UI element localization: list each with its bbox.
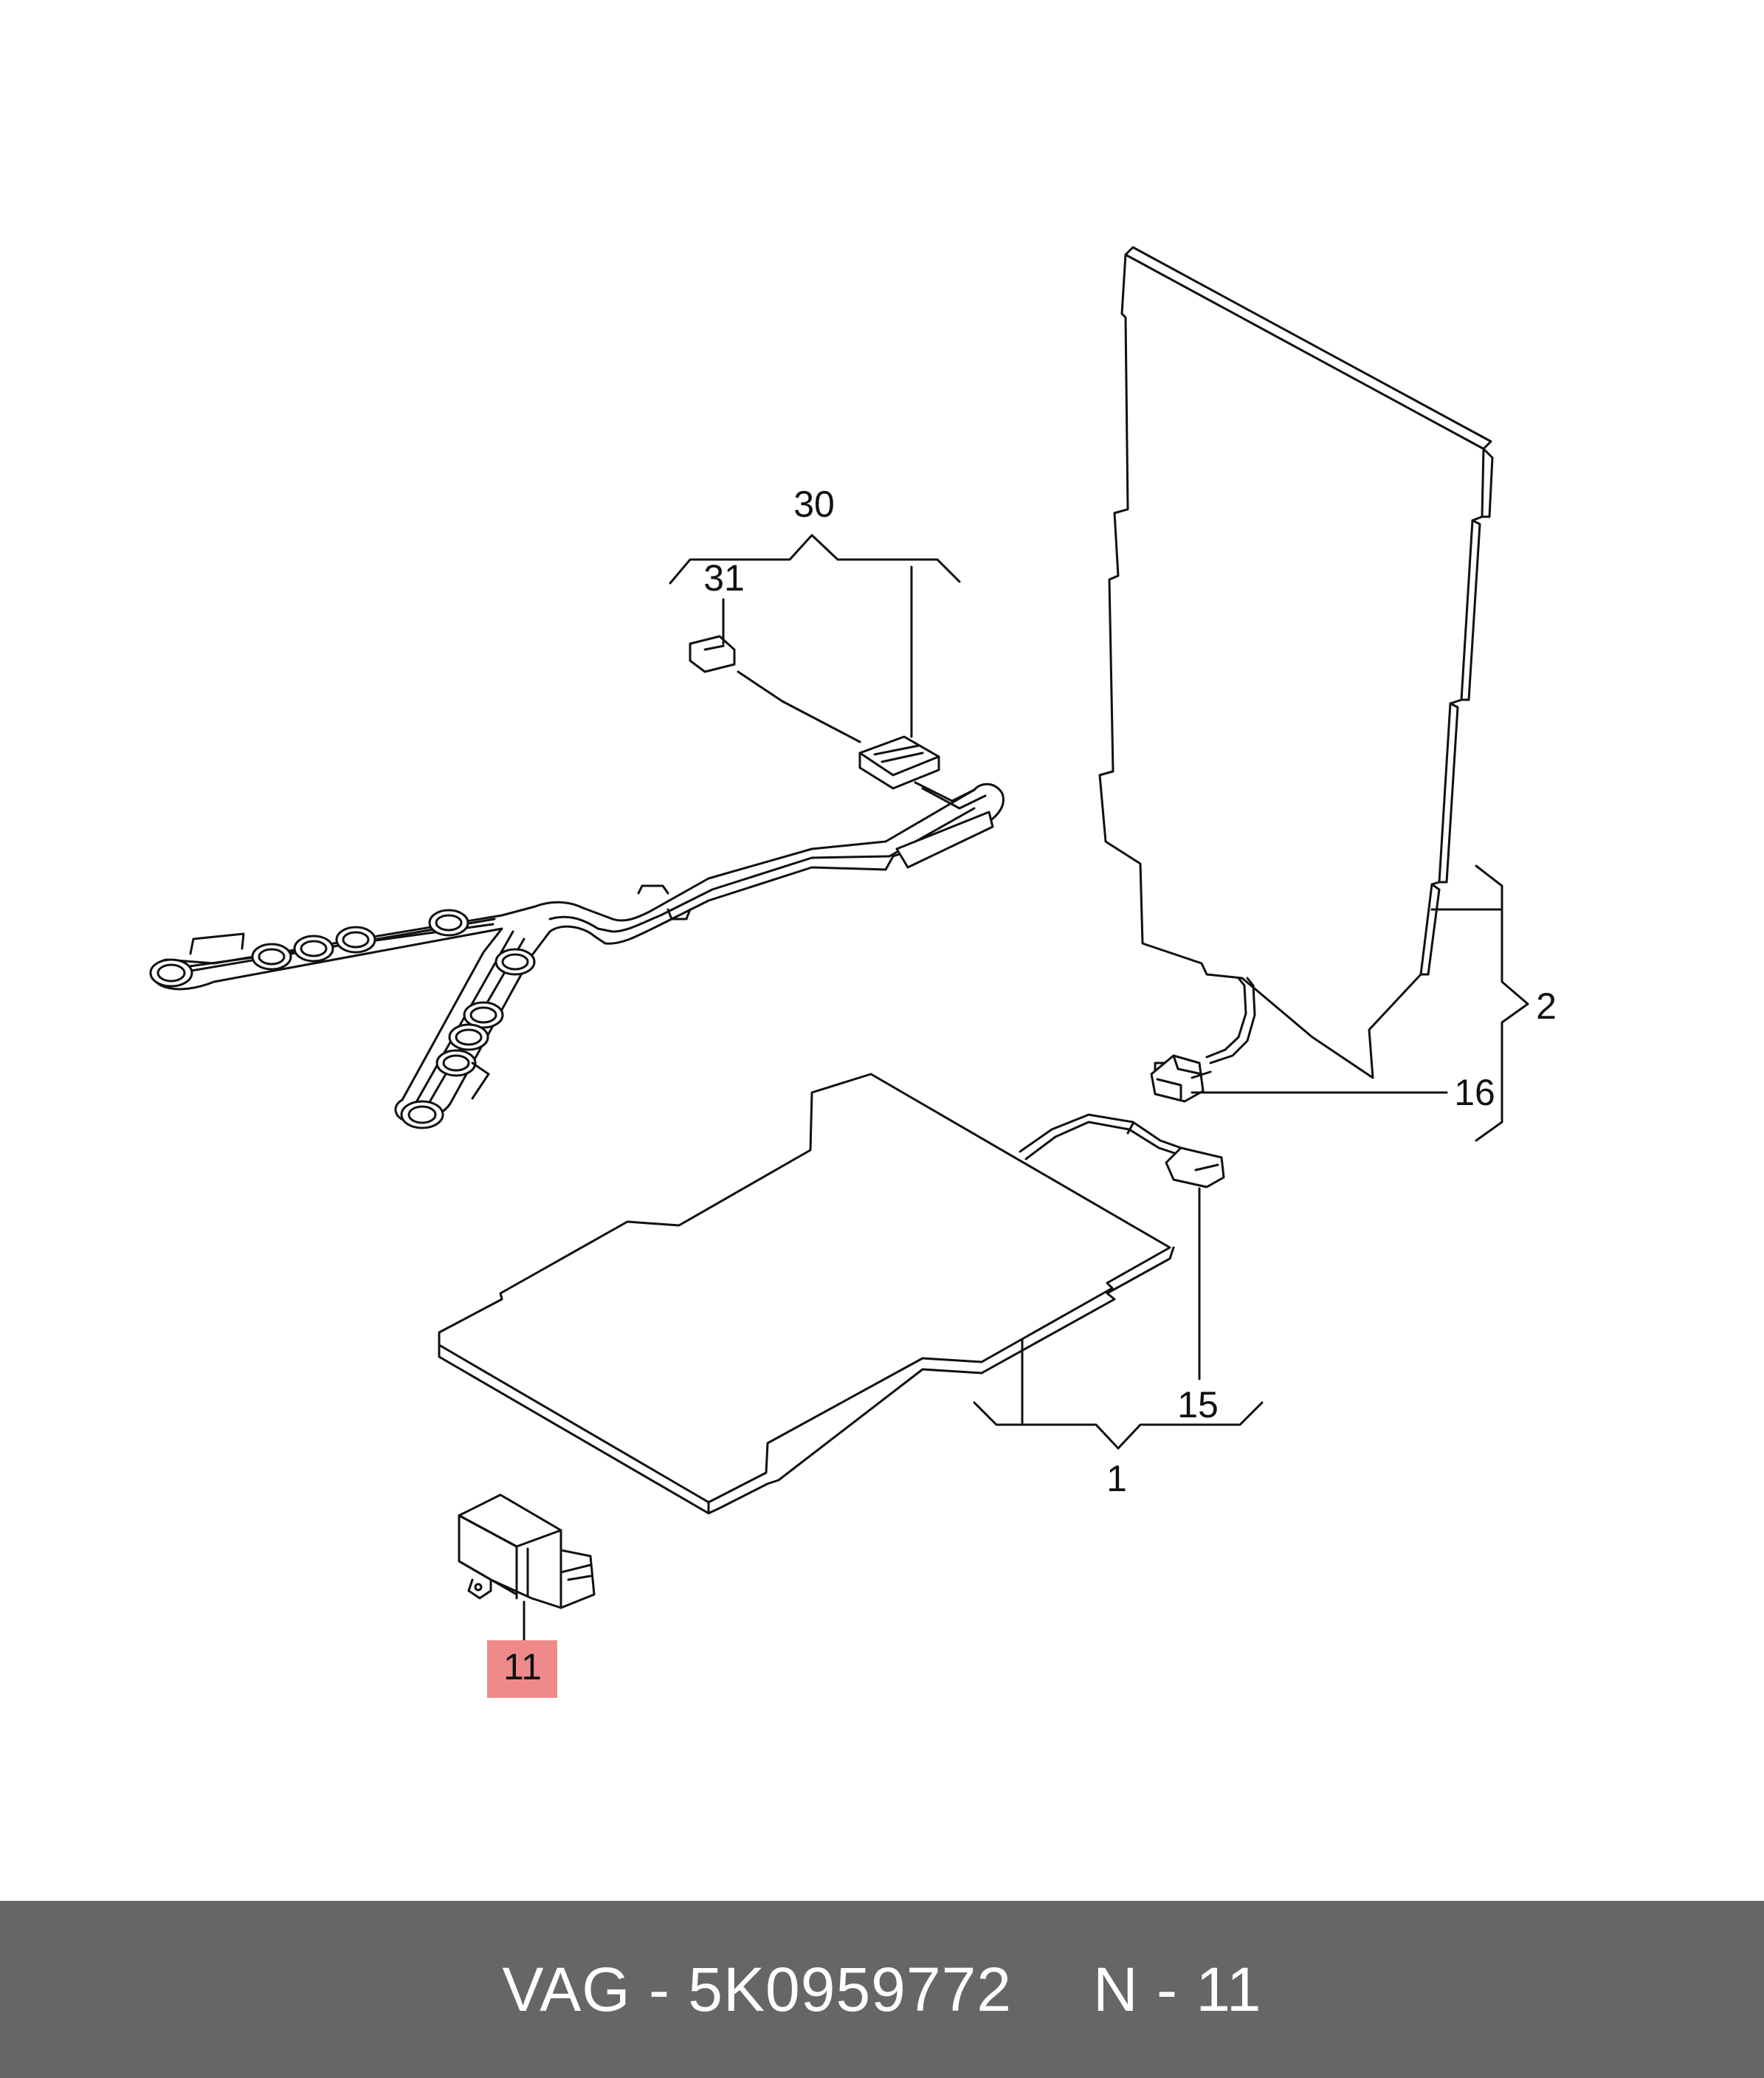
callout-2: 2 [1536,985,1557,1027]
footer-part-number: VAG - 5K0959772 [502,1954,1013,2024]
callout-11: 11 [503,1646,542,1687]
highlight-box-11 [487,1640,557,1698]
seat-heating-mat [438,1073,1225,1515]
leader-lines [523,534,1529,1642]
occupant-sensor-harness [149,635,1005,1129]
callout-15: 15 [1177,1384,1219,1425]
callout-1: 1 [1106,1458,1127,1499]
parts-diagram: 30 31 2 16 15 1 11 [149,246,1557,1698]
footer-bar: VAG - 5K0959772 N - 11 [0,1901,1764,2078]
callout-31: 31 [703,557,745,599]
callout-30: 30 [793,484,835,525]
control-unit-11 [458,1493,596,1609]
callout-16: 16 [1454,1072,1495,1113]
backrest-heating-mat [1098,246,1494,1103]
footer-position: N - 11 [1093,1954,1262,2024]
